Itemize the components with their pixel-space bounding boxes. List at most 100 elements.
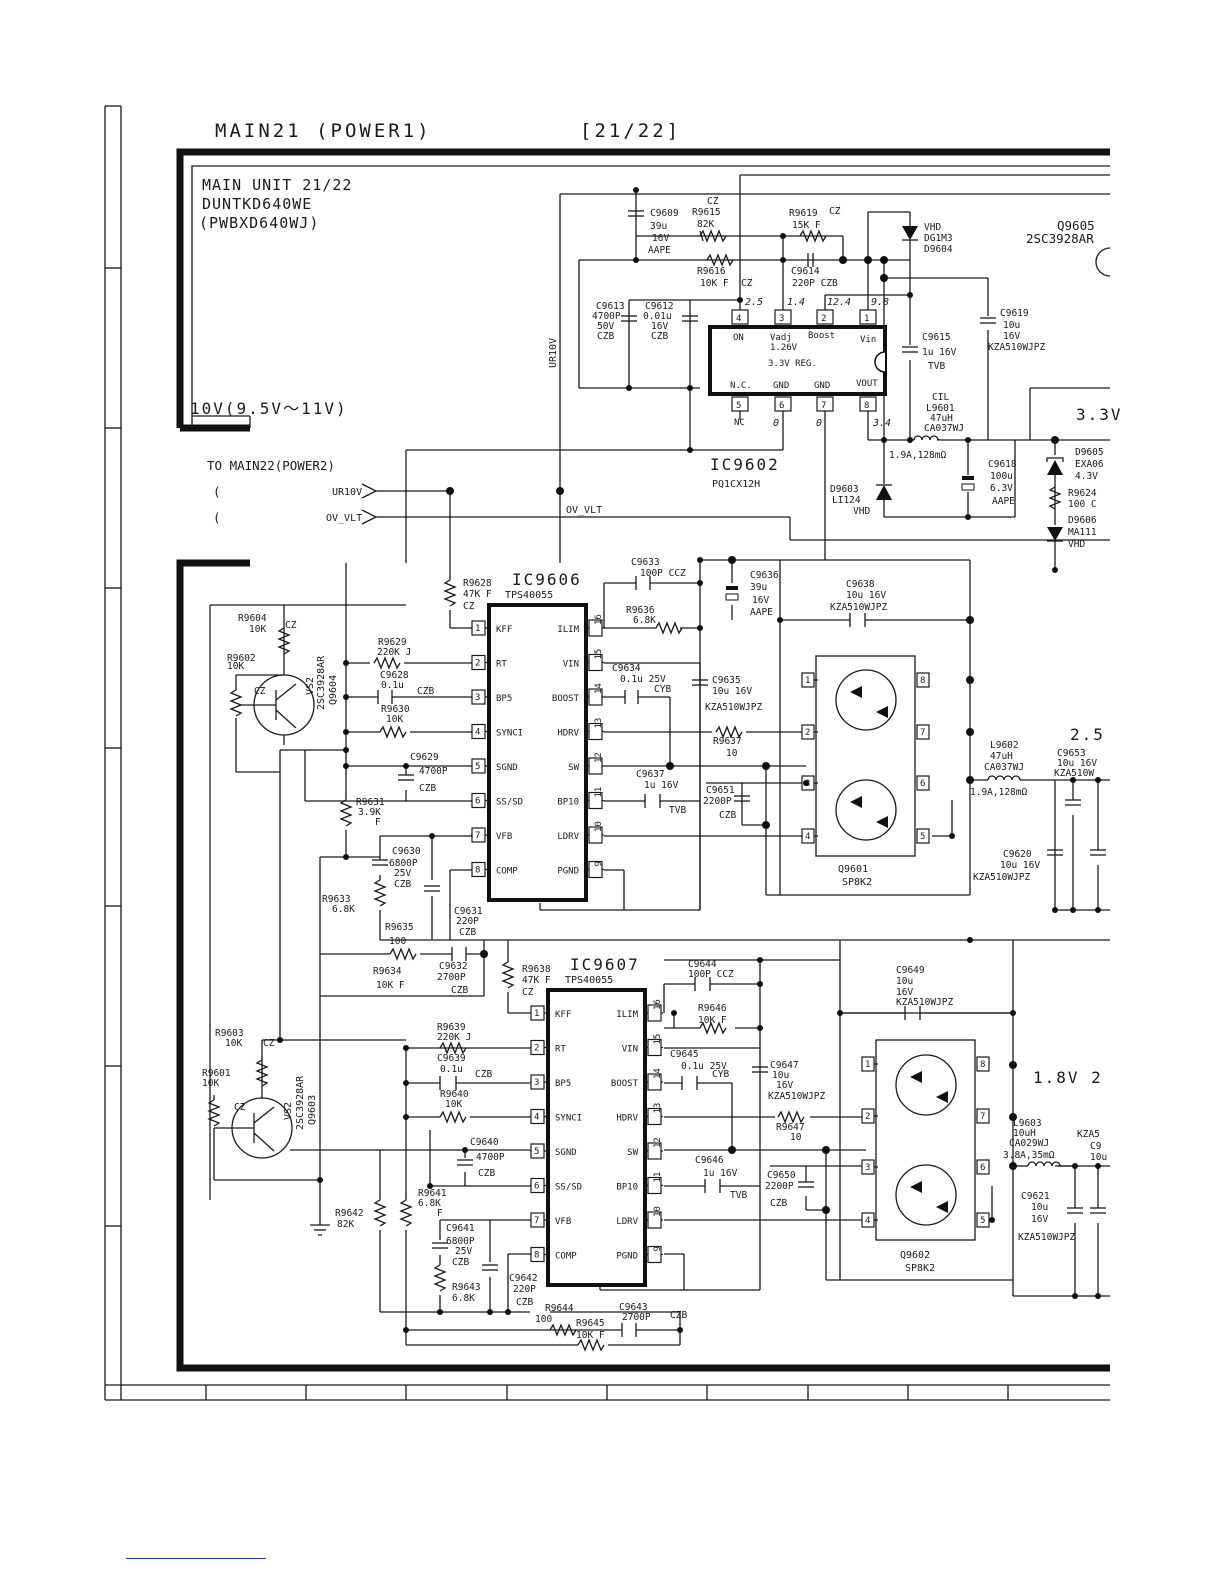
component-label: 16V xyxy=(1031,1214,1048,1225)
paren: ( xyxy=(213,510,221,525)
ic9607-ref: IC9607 xyxy=(570,955,640,974)
component-label: C9645 xyxy=(670,1049,699,1060)
component-label: CZB xyxy=(417,686,434,697)
ic9602-pin1: 1 xyxy=(864,314,869,324)
component-label: C9653 xyxy=(1057,748,1086,759)
component-label: 6800P xyxy=(389,858,418,869)
input-voltage-label: 10V(9.5V～11V) xyxy=(190,399,348,418)
rail-1v8-label: 1.8V 2 xyxy=(1033,1068,1103,1087)
component-label: 10uH xyxy=(1013,1128,1036,1139)
ic9602: 4 3 2 1 5 6 7 8 ON Vadj Boost Vin 1.26V … xyxy=(708,297,891,490)
ic9607-pin-name: VIN xyxy=(622,1045,638,1055)
component-label: CZB xyxy=(770,1198,787,1209)
component-label: CZB xyxy=(516,1297,533,1308)
component-label: R9630 xyxy=(381,704,410,715)
component-label: DG1M3 xyxy=(924,233,953,244)
ic9607-pin-number: 16 xyxy=(653,999,663,1010)
q9605-ref: Q9605 xyxy=(1057,218,1095,233)
q9601-pin-number: 7 xyxy=(920,728,925,738)
ic9606-ref: IC9606 xyxy=(512,570,582,589)
component-label: 10 xyxy=(726,748,738,759)
component-label: KZA510WJPZ xyxy=(896,997,953,1008)
component-label: R9629 xyxy=(378,637,407,648)
q9601: Q9601 SP8K2 xyxy=(815,655,916,888)
component-label: 1.9A,128mΩ xyxy=(889,450,946,461)
unit-name: MAIN UNIT 21/22 xyxy=(202,176,352,194)
component-label: CZ xyxy=(263,1038,275,1049)
q9603: VS2 2SC3928AR Q9603 xyxy=(207,1039,406,1181)
component-label: R9640 xyxy=(440,1089,469,1100)
component-label: 10K F xyxy=(376,980,405,991)
component-label: R9603 xyxy=(215,1028,244,1039)
component-label: R9647 xyxy=(776,1122,805,1133)
component-label: D9605 xyxy=(1075,447,1104,458)
q9602-pin-number: 8 xyxy=(980,1060,985,1070)
component-label: R9628 xyxy=(463,578,492,589)
ic9607-part: TPS40055 xyxy=(565,975,613,986)
q9603-ref: Q9603 xyxy=(307,1095,318,1125)
component-label: CZB xyxy=(419,783,436,794)
component-label: 6.3V xyxy=(990,483,1013,494)
connector-ur10v xyxy=(361,483,450,499)
ic9607-pin-name: KFF xyxy=(555,1010,571,1020)
component-label: R9638 xyxy=(522,964,551,975)
component-label: CZB xyxy=(478,1168,495,1179)
ic9602-pin-voltage: 9.8 xyxy=(871,297,889,308)
ic9602-pin-name: GND xyxy=(773,381,789,391)
ic9606-pin-name: SGND xyxy=(496,763,518,773)
component-label: 100P CCZ xyxy=(640,568,686,579)
ic9602-pin-voltage: 1.4 xyxy=(787,297,805,308)
q9602-pin-number: 7 xyxy=(980,1112,985,1122)
component-label: 10K xyxy=(445,1099,462,1110)
ic9606-pin-number: 5 xyxy=(475,762,480,772)
component-label: L9601 xyxy=(926,403,955,414)
ic9602-pin6: 6 xyxy=(779,401,784,411)
ic9602-function: 3.3V REG. xyxy=(768,359,817,369)
component-label: CZ xyxy=(234,1102,246,1113)
component-label: TVB xyxy=(730,1190,747,1201)
component-label: 16V xyxy=(896,987,913,998)
component-label: C9628 xyxy=(380,670,409,681)
component-label: TVB xyxy=(928,361,945,372)
component-label: C9630 xyxy=(392,846,421,857)
component-label: 10u xyxy=(896,976,913,987)
component-label: 4700P xyxy=(592,311,621,322)
component-label: KZA510WJPZ xyxy=(988,342,1045,353)
component-label: C9642 xyxy=(509,1273,538,1284)
component-label: 4.3V xyxy=(1075,471,1098,482)
component-label: 6.8K xyxy=(452,1293,475,1304)
component-label: L9602 xyxy=(990,740,1019,751)
component-label: 16V xyxy=(752,595,769,606)
component-label: D9603 xyxy=(830,484,859,495)
wires-ic9607 xyxy=(319,940,1110,1346)
q9602-pin-number: 1 xyxy=(865,1060,870,1070)
q9601-pin-number: 8 xyxy=(920,676,925,686)
component-label: 2700P xyxy=(437,972,466,983)
component-label: C9614 xyxy=(791,266,820,277)
component-label: R9635 xyxy=(385,922,414,933)
ic9602-pin-voltage: 0 xyxy=(816,418,822,429)
ic9602-pin-voltage: 2.5 xyxy=(745,297,763,308)
ic9606-pin-number: 3 xyxy=(475,693,480,703)
component-label: C9 xyxy=(1090,1141,1102,1152)
component-label: 10u 16V xyxy=(1057,758,1097,769)
ic9602-pin3: 3 xyxy=(779,314,784,324)
component-label: 3.8A,35mΩ xyxy=(1003,1150,1055,1161)
sheet-title: MAIN21 (POWER1) xyxy=(215,120,432,142)
ic9607-pin-name: BP5 xyxy=(555,1079,571,1089)
component-label: F xyxy=(375,817,381,828)
component-label: R9616 xyxy=(697,266,726,277)
component-label: CA029WJ xyxy=(1009,1138,1049,1149)
component-label: 16V xyxy=(652,233,669,244)
page-link-underline[interactable] xyxy=(126,1558,266,1559)
ic9607-pin-name: BP10 xyxy=(616,1183,638,1193)
component-label: 100 xyxy=(389,936,406,947)
component-label: 10K F xyxy=(576,1330,605,1341)
component-label: 10K F xyxy=(698,1015,727,1026)
component-label: 39u xyxy=(650,221,667,232)
component-label: VHD xyxy=(924,222,941,233)
component-label: R9604 xyxy=(238,613,267,624)
component-label: R9634 xyxy=(373,966,402,977)
component-label: 4700P xyxy=(476,1152,505,1163)
